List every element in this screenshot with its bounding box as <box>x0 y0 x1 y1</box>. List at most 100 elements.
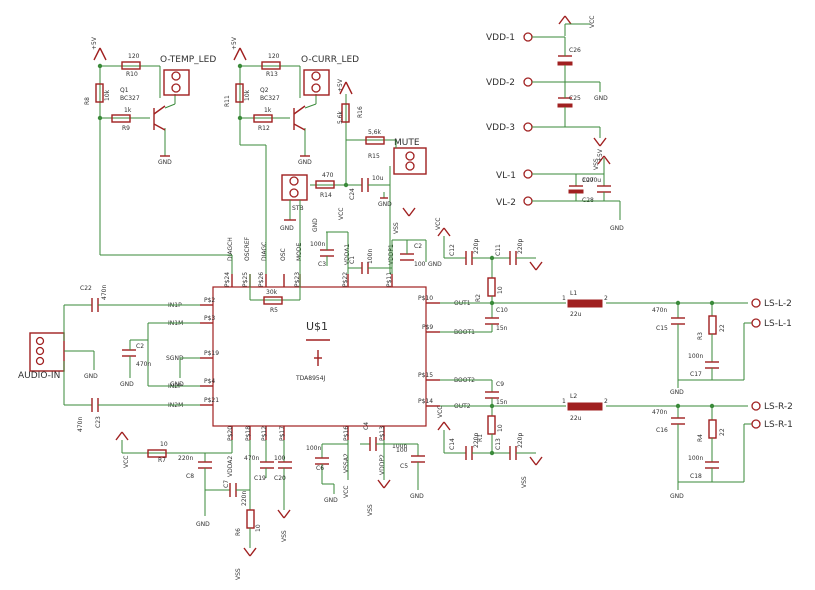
c16-value: 470n <box>652 409 667 416</box>
vcc-c12: VCC <box>435 218 442 230</box>
pin-name-diag: DIAGCH <box>227 237 234 261</box>
c15-ref: C15 <box>656 325 668 332</box>
audio-in-label: AUDIO-IN <box>18 371 60 381</box>
pin-name-diagc: DIAGC <box>261 242 268 261</box>
c2-ref: C2 <box>414 243 422 250</box>
c23-ref: C23 <box>95 416 102 428</box>
r5-value: 30k <box>266 289 278 296</box>
c11-ref: C11 <box>495 244 502 256</box>
c7-ref: C7 <box>223 480 230 488</box>
ls-r1-label: LS-R-1 <box>764 420 793 430</box>
gnd-supply: GND <box>594 95 608 102</box>
l1-ref: L1 <box>570 290 577 297</box>
c8-ref: C8 <box>186 473 194 480</box>
vl2-terminal <box>523 196 533 206</box>
r12 <box>253 114 273 123</box>
c7-value: 220n <box>241 491 248 506</box>
ls-r2-terminal <box>751 401 761 411</box>
gnd-q1: GND <box>158 159 172 166</box>
pin-p21: P$21 <box>204 397 219 404</box>
pin-p24: P$24 <box>224 272 231 287</box>
ls-l2-label: LS-L-2 <box>764 299 792 309</box>
r1 <box>487 415 496 435</box>
r13 <box>261 61 281 70</box>
r6 <box>246 509 255 529</box>
gnd-c2in: GND <box>120 381 134 388</box>
q1-ref: Q1 <box>120 87 129 94</box>
c10-value: 15n <box>496 325 508 332</box>
gnd-c16: GND <box>670 493 684 500</box>
c3-ref: C3 <box>318 261 326 268</box>
q2-ref: Q2 <box>260 87 269 94</box>
svg-text:1: 1 <box>562 295 566 302</box>
stb-label: STB <box>292 205 304 212</box>
pin-p11: P$11 <box>386 272 393 287</box>
r13-ref: R13 <box>266 71 278 78</box>
c13-value: 220p <box>517 433 524 448</box>
c5-ref: C5 <box>400 463 408 470</box>
rail-5v-a: +5V <box>91 36 98 50</box>
r2-ref: R2 <box>475 294 482 302</box>
pin-p17: P$17 <box>279 426 286 441</box>
c9-value: 15n <box>496 399 508 406</box>
pin-p22: P$22 <box>342 272 349 287</box>
r11 <box>235 83 244 103</box>
ls-r2-label: LS-R-2 <box>764 402 793 412</box>
gnd-stb: GND <box>280 225 294 232</box>
vdd2-label: VDD-2 <box>486 78 515 88</box>
r7-ref: R7 <box>158 457 166 464</box>
vdd2-terminal <box>523 77 533 87</box>
r6-value: 10 <box>255 524 262 532</box>
vcc-r7: VCC <box>123 456 130 468</box>
mute-connector <box>393 147 427 175</box>
pin-p9: P$9 <box>422 324 433 331</box>
r3 <box>708 315 717 335</box>
pin-p26: P$26 <box>258 272 265 287</box>
l1-value: 22u <box>570 311 582 318</box>
c23-value: 470n <box>77 417 84 432</box>
r14-ref: R14 <box>320 192 332 199</box>
c26-ref: C26 <box>569 47 581 54</box>
audio-in-connector <box>29 332 65 372</box>
r8-ref: R8 <box>84 97 91 105</box>
c22-ref: C22 <box>80 285 92 292</box>
pin-p20: P$20 <box>227 426 234 441</box>
r8 <box>95 83 104 103</box>
r16-value: 5,6k <box>337 110 344 124</box>
gnd-c15: GND <box>670 389 684 396</box>
r2 <box>487 277 496 297</box>
pin-p23: P$23 <box>294 272 301 287</box>
curr-led-label: O-CURR_LED <box>301 55 359 65</box>
gnd-c8: GND <box>196 521 210 528</box>
vl2-label: VL-2 <box>496 198 516 208</box>
r7-value: 10 <box>160 441 168 448</box>
c13-ref: C13 <box>495 438 502 450</box>
power-supply: VCC VDD-1 C26 VDD-2 GND C25 VDD-3 VSS VL… <box>486 16 624 232</box>
pin-p10: P$10 <box>418 295 433 302</box>
r10 <box>121 61 141 70</box>
svg-text:2: 2 <box>604 398 608 405</box>
c24-ref: C24 <box>349 188 356 200</box>
pin-name-vddp2: VDDP2 <box>379 454 386 475</box>
vcc-c14: VCC <box>437 406 444 418</box>
rail-5v-d: +5V <box>597 148 604 162</box>
r15 <box>365 136 385 145</box>
vdd1-label: VDD-1 <box>486 33 515 43</box>
r16 <box>341 103 350 123</box>
vss-r6: VSS <box>235 568 242 580</box>
svg-text:2: 2 <box>604 295 608 302</box>
pin-p3: P$3 <box>204 315 215 322</box>
top-decoupling: C3 100n GND VCC C1 100n C2 100 GND <box>310 208 442 274</box>
gnd-vl: GND <box>610 225 624 232</box>
c4-ref: C4 <box>363 422 370 430</box>
r4 <box>708 419 717 439</box>
curr-led <box>303 69 330 96</box>
c20-ref: C20 <box>274 475 286 482</box>
c24-value: 10u <box>372 175 384 182</box>
r9-value: 1k <box>124 107 132 114</box>
c16-ref: C16 <box>656 427 668 434</box>
c3-value: 100n <box>310 241 325 248</box>
vss-c20: VSS <box>281 530 288 542</box>
l2 <box>567 402 603 411</box>
